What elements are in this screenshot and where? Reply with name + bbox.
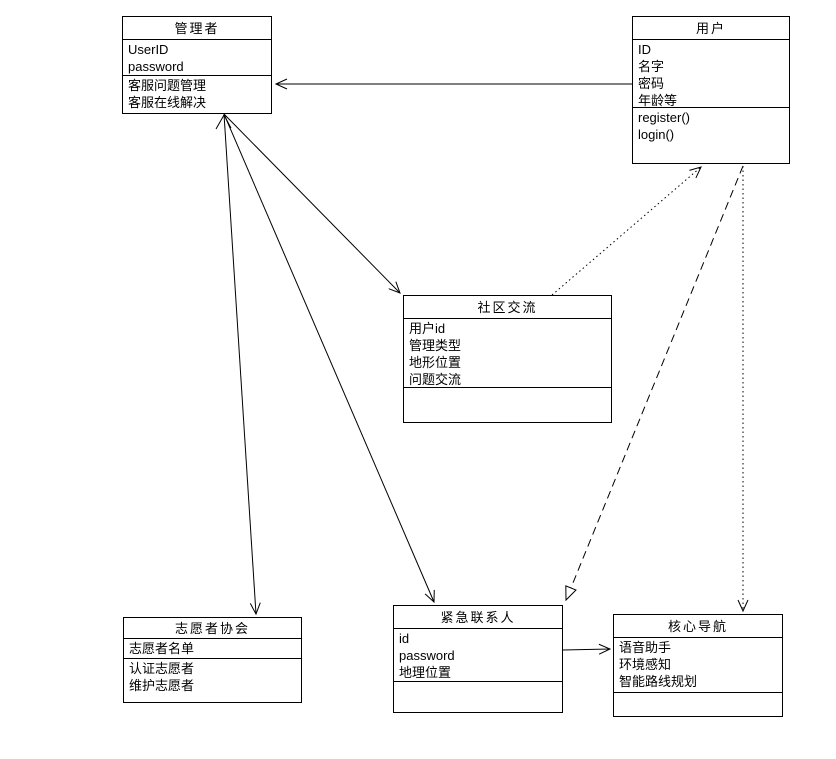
manager-up-arrowhead xyxy=(215,113,232,130)
class-attributes: 用户id 管理类型 地形位置 问题交流 xyxy=(404,319,611,388)
class-box-user: 用户 ID 名字 密码 年龄等 register() login() xyxy=(632,16,790,164)
class-methods: register() login() xyxy=(633,108,789,163)
attribute: 志愿者名单 xyxy=(129,641,195,656)
attribute: 地形位置 xyxy=(409,355,462,370)
attribute: 智能路线规划 xyxy=(619,674,698,689)
method: login() xyxy=(638,127,675,142)
class-methods: 客服问题管理 客服在线解决 xyxy=(123,76,271,113)
attribute: 名字 xyxy=(638,59,665,74)
attribute: password xyxy=(128,59,184,74)
relation-user-to-emergency-line xyxy=(565,165,744,602)
class-box-community: 社区交流 用户id 管理类型 地形位置 问题交流 xyxy=(403,295,612,423)
method: register() xyxy=(638,110,691,125)
attribute: 密码 xyxy=(638,76,665,91)
method: 认证志愿者 xyxy=(129,661,195,676)
attribute: password xyxy=(399,648,455,663)
attribute: 管理类型 xyxy=(409,338,462,353)
class-title: 志愿者协会 xyxy=(124,618,301,639)
attribute: 地理位置 xyxy=(399,665,452,680)
class-title: 管理者 xyxy=(123,17,271,40)
relation-community-to-user-line xyxy=(551,166,702,296)
class-attributes: 语音助手 环境感知 智能路线规划 xyxy=(614,638,782,693)
class-methods: 认证志愿者 维护志愿者 xyxy=(124,659,301,702)
attribute: 问题交流 xyxy=(409,372,462,387)
method: 客服在线解决 xyxy=(128,95,207,110)
attribute: 年龄等 xyxy=(638,93,678,108)
attribute: 用户id xyxy=(409,321,446,336)
attribute: UserID xyxy=(128,42,169,57)
class-attributes: ID 名字 密码 年龄等 xyxy=(633,40,789,108)
attribute: ID xyxy=(638,42,651,57)
relation-emergency-to-navigation-line xyxy=(562,643,612,655)
class-box-manager: 管理者 UserID password 客服问题管理 客服在线解决 xyxy=(122,16,272,114)
class-attributes: 志愿者名单 xyxy=(124,639,301,659)
attribute: 语音助手 xyxy=(619,640,672,655)
attribute: 环境感知 xyxy=(619,657,672,672)
class-title: 核心导航 xyxy=(614,615,782,638)
method: 客服问题管理 xyxy=(128,78,207,93)
relation-manager-to-emergency-line xyxy=(223,113,435,604)
class-title: 紧急联系人 xyxy=(394,606,562,629)
class-methods xyxy=(614,693,782,716)
class-attributes: UserID password xyxy=(123,40,271,76)
class-attributes: id password 地理位置 xyxy=(394,629,562,682)
attribute: id xyxy=(399,631,410,646)
class-box-navigation: 核心导航 语音助手 环境感知 智能路线规划 xyxy=(613,614,783,717)
method: 维护志愿者 xyxy=(129,678,195,693)
class-methods xyxy=(394,682,562,712)
relation-manager-to-volunteer-line xyxy=(223,113,261,616)
class-methods xyxy=(404,388,611,422)
class-title: 用户 xyxy=(633,17,789,40)
class-box-emergency: 紧急联系人 id password 地理位置 xyxy=(393,605,563,713)
class-box-volunteer: 志愿者协会 志愿者名单 认证志愿者 维护志愿者 xyxy=(123,617,302,703)
relation-manager-to-community-line xyxy=(223,113,401,294)
class-title: 社区交流 xyxy=(404,296,611,319)
